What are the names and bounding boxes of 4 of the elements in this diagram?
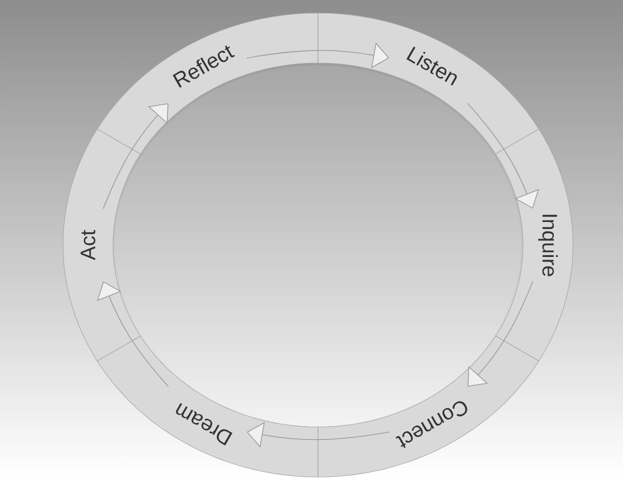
ring-segment: Inquire: [495, 128, 574, 362]
arrow: [468, 280, 534, 387]
ring-segment: Act: [62, 128, 141, 362]
arrow: [102, 103, 168, 210]
